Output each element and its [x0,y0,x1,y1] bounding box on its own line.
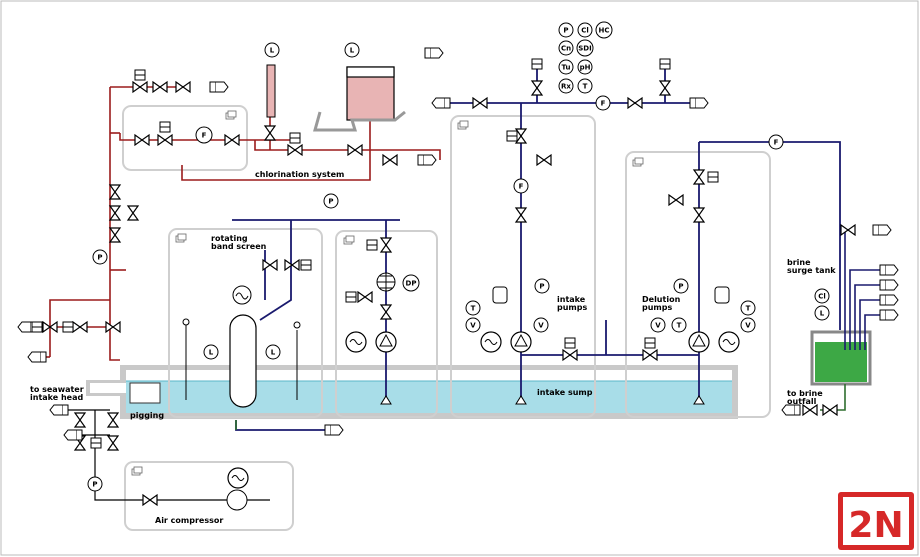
svg-text:pH: pH [580,64,591,72]
level-tube [266,64,276,118]
svg-text:P: P [678,283,683,291]
label-band-screen: band screen [211,242,267,251]
svg-text:DP: DP [406,280,417,288]
svg-text:V: V [538,322,544,330]
svg-text:T: T [677,322,682,330]
svg-text:L: L [350,47,355,55]
svg-text:P: P [328,198,333,206]
svg-text:L: L [271,349,276,357]
company-logo: 2N [838,492,914,550]
label-to-brine: to brine [787,389,823,398]
svg-text:T: T [746,305,751,313]
svg-text:F: F [774,139,779,147]
text-labels: chlorination system rotating band screen… [30,170,836,525]
label-surge-tank: surge tank [787,266,836,275]
svg-text:F: F [519,183,524,191]
svg-text:P: P [97,254,102,262]
instrument-labels: L L P P L L F F F P P T V V T V T V DP F… [92,27,825,489]
svg-text:2N: 2N [848,505,903,546]
svg-text:T: T [583,83,588,91]
svg-text:Tu: Tu [562,64,571,72]
pigging-box [129,382,161,404]
strainer [376,272,396,292]
svg-text:P: P [539,283,544,291]
rotating-band-screen [229,285,257,430]
svg-text:P: P [563,27,568,35]
svg-text:F: F [202,132,207,140]
instruments [87,21,830,492]
section-boxes [122,105,771,531]
svg-text:Rx: Rx [561,83,571,91]
svg-text:SDI: SDI [578,45,591,53]
intake-sump [86,365,738,419]
svg-text:P: P [92,481,97,489]
svg-text:Cl: Cl [818,293,826,301]
label-rotating: rotating [211,234,248,243]
drains [380,395,705,405]
label-delution-pumps: pumps [642,303,672,312]
label-intake-pumps: pumps [557,303,587,312]
svg-text:Cn: Cn [561,45,571,53]
label-chlorination: chlorination system [255,170,344,179]
brine-surge-tank [810,229,880,411]
svg-text:L: L [209,349,214,357]
svg-text:HC: HC [599,27,610,35]
label-seawater: to seawater [30,385,84,394]
label-delution: Delution [642,295,681,304]
pumps [226,331,740,511]
svg-text:L: L [820,310,825,318]
valves [42,80,856,506]
svg-text:V: V [470,322,476,330]
chlorination-tank [313,66,406,132]
label-air-compressor: Air compressor [155,516,223,525]
screens [182,318,301,400]
label-intake: intake [557,295,586,304]
label-pigging: pigging [130,411,164,420]
svg-text:V: V [745,322,751,330]
label-outfall: outfall [787,397,817,406]
svg-text:F: F [601,100,606,108]
label-intake-sump: intake sump [537,388,593,397]
section-icons [131,110,644,476]
svg-text:V: V [655,322,661,330]
label-intake-head: intake head [30,393,83,402]
svg-text:T: T [471,305,476,313]
svg-text:L: L [270,47,275,55]
svg-text:Cl: Cl [581,27,589,35]
label-brine: brine [787,258,811,267]
small-gauges [492,286,730,304]
